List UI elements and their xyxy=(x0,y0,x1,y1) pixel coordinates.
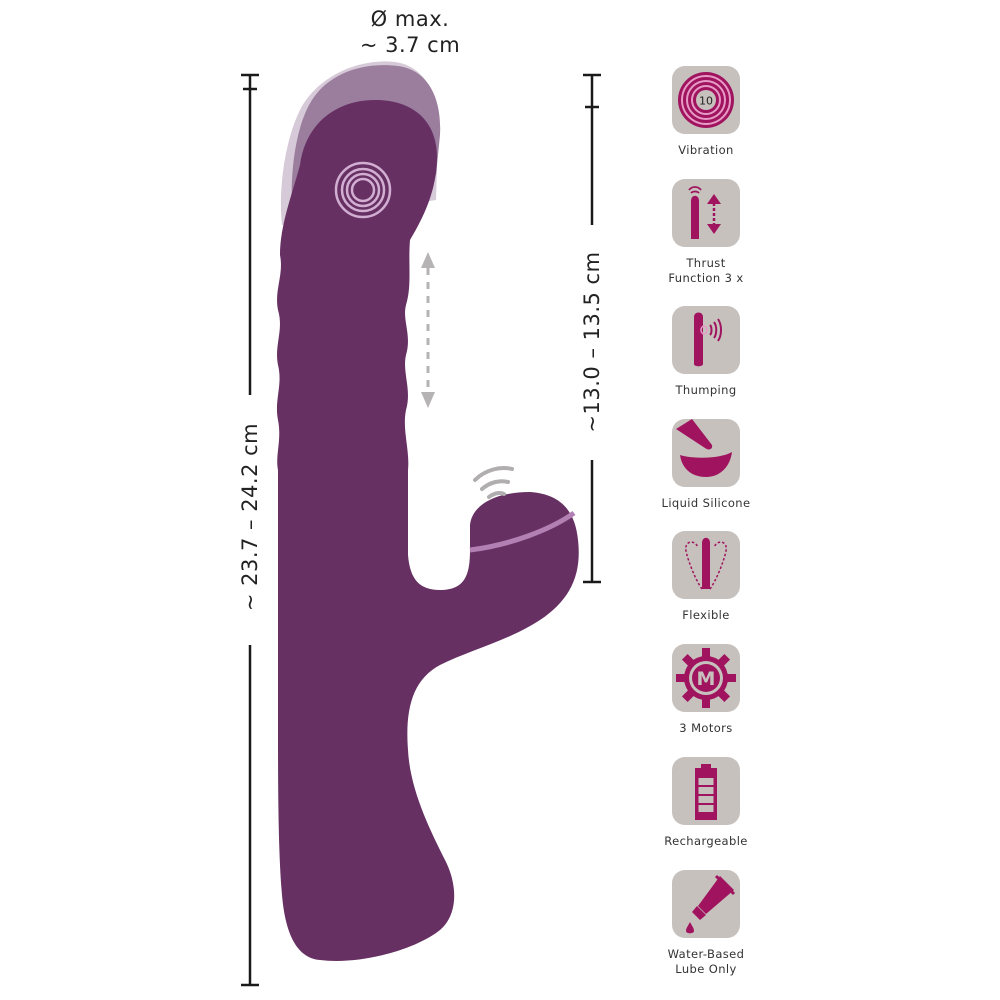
feature-tile xyxy=(672,870,740,938)
lube-tube-icon xyxy=(686,874,736,934)
feature-tile xyxy=(672,531,740,599)
svg-text:M: M xyxy=(697,668,716,690)
feature-tile: 10 xyxy=(672,66,740,134)
feature-water-based-lube: Water-Based Lube Only xyxy=(650,870,762,977)
insertable-length-dimension-line xyxy=(583,73,601,584)
feature-label: Water-Based Lube Only xyxy=(650,947,762,977)
diameter-label: Ø max. ~ 3.7 cm xyxy=(300,6,520,58)
feature-tile xyxy=(672,306,740,374)
thumping-icon xyxy=(694,312,722,367)
vibration-rings-icon: 10 xyxy=(678,72,734,128)
feature-flexible: Flexible xyxy=(650,531,762,623)
thrust-arrow-icon xyxy=(688,186,721,239)
insertable-length-label: ~13.0 – 13.5 cm xyxy=(580,251,604,433)
feature-label: Thrust Function 3 x xyxy=(650,256,762,286)
diameter-label-line2: ~ 3.7 cm xyxy=(359,33,461,57)
total-length-label: ~ 23.7 – 24.2 cm xyxy=(238,422,262,612)
feature-vibration: 10 Vibration xyxy=(650,66,762,158)
svg-text:10: 10 xyxy=(699,95,713,108)
feature-motors: M 3 Motors xyxy=(650,644,762,736)
feature-label: Flexible xyxy=(682,608,730,622)
liquid-silicone-icon xyxy=(676,419,732,477)
feature-label: Liquid Silicone xyxy=(661,496,751,510)
feature-label-line1: Water-Based xyxy=(667,947,745,961)
feature-label: Rechargeable xyxy=(664,834,748,848)
feature-thumping: Thumping xyxy=(650,306,762,398)
feature-tile xyxy=(672,757,740,825)
feature-label: Thumping xyxy=(675,383,737,397)
feature-thrust: Thrust Function 3 x xyxy=(650,179,762,286)
feature-tile: M xyxy=(672,644,740,712)
clit-arm-stripe xyxy=(469,510,576,553)
vibration-rings-icon xyxy=(334,161,392,219)
feature-rechargeable: Rechargeable xyxy=(650,757,762,849)
product-body xyxy=(276,100,579,961)
feature-label-line2: Function 3 x xyxy=(668,271,744,285)
feature-tile xyxy=(672,179,740,247)
air-pulse-waves-icon xyxy=(473,466,514,499)
battery-icon xyxy=(695,764,717,820)
feature-label: 3 Motors xyxy=(679,721,733,735)
feature-label-line2: Lube Only xyxy=(675,962,737,976)
feature-liquid-silicone: Liquid Silicone xyxy=(650,419,762,511)
feature-label: Vibration xyxy=(678,143,734,157)
flexible-icon xyxy=(685,537,727,590)
total-length-dimension-line xyxy=(241,73,259,987)
motor-gear-icon: M xyxy=(676,648,736,708)
diameter-label-line1: Ø max. xyxy=(370,7,450,31)
feature-label-line1: Thrust xyxy=(686,256,726,270)
thrust-double-arrow-icon xyxy=(421,252,435,408)
feature-tile xyxy=(672,419,740,487)
